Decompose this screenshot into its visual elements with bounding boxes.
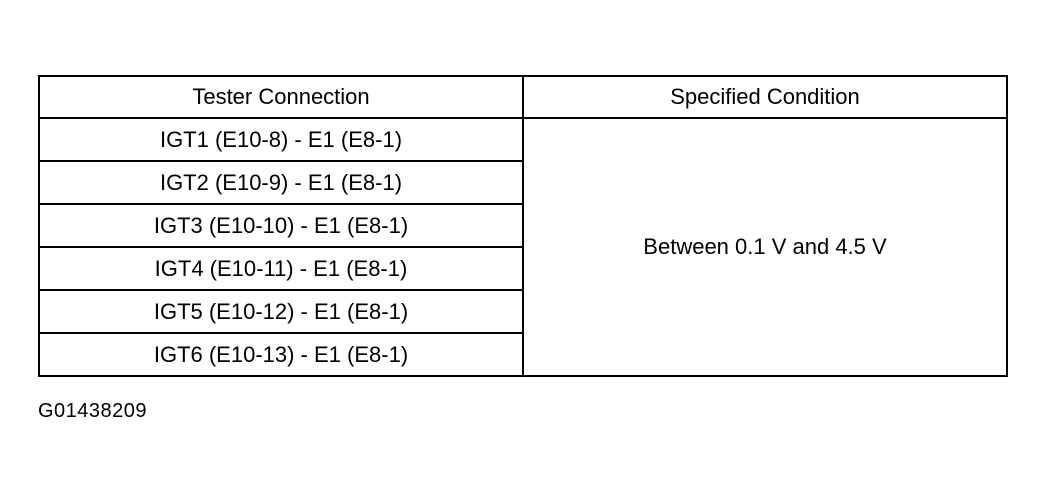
header-tester-connection: Tester Connection [38,75,524,119]
tester-connection-cell: IGT4 (E10-11) - E1 (E8-1) [38,246,524,291]
tester-connection-cell: IGT3 (E10-10) - E1 (E8-1) [38,203,524,248]
table-row: IGT4 (E10-11) - E1 (E8-1) [38,246,1007,291]
table-row: IGT3 (E10-10) - E1 (E8-1) [38,203,1007,248]
table-row: IGT1 (E10-8) - E1 (E8-1) Between 0.1 V a… [38,117,1008,377]
tester-connection-cell: IGT2 (E10-9) - E1 (E8-1) [38,160,524,205]
header-row: Tester Connection Specified Condition [38,75,1008,119]
table-row: IGT6 (E10-13) - E1 (E8-1) [38,332,1007,377]
tester-connection-cell: IGT6 (E10-13) - E1 (E8-1) [38,332,524,377]
header-specified-condition: Specified Condition [522,75,1008,119]
figure-id: G01438209 [38,400,148,422]
table-row: IGT2 (E10-9) - E1 (E8-1) [38,160,1007,205]
spec-table: Tester Connection Specified Condition IG… [38,75,1008,377]
tester-connection-cell: IGT5 (E10-12) - E1 (E8-1) [38,289,524,334]
tester-connection-cell: IGT1 (E10-8) - E1 (E8-1) [38,117,524,162]
table-row: IGT5 (E10-12) - E1 (E8-1) [38,289,1007,334]
specified-condition-cell: Between 0.1 V and 4.5 V [522,117,1008,377]
